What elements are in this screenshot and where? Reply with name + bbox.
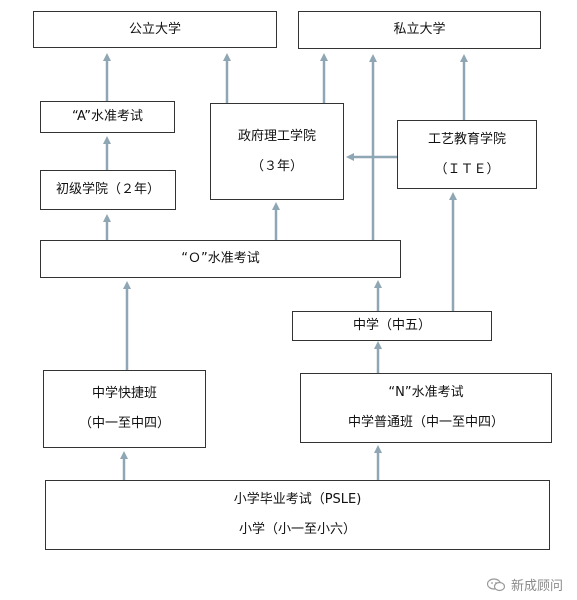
- o-level-exam-label: “Ｏ”水准考试: [181, 251, 260, 267]
- polytechnic-duration: （３年）: [250, 158, 303, 174]
- private-university-box: 私立大学: [298, 11, 541, 49]
- normal-stream-title: 中学普通班（中一至中四）: [347, 415, 504, 430]
- ite-title: 工艺教育学院: [427, 131, 506, 147]
- express-stream-title: 中学快捷班: [91, 386, 157, 402]
- ite-abbreviation: （ＩＴＥ）: [434, 161, 500, 177]
- private-university-label: 私立大学: [393, 22, 446, 38]
- ite-box: 工艺教育学院 （ＩＴＥ）: [397, 120, 537, 189]
- secondary-five-label: 中学（中五）: [352, 318, 431, 334]
- junior-college-box: 初级学院（２年）: [40, 170, 176, 210]
- junior-college-label: 初级学院（２年）: [55, 182, 160, 198]
- express-stream-grades: （中一至中四）: [78, 416, 170, 431]
- watermark-text: 新成顾问: [510, 579, 563, 594]
- psle-exam-label: 小学毕业考试（PSLE): [233, 492, 362, 508]
- express-stream-box: 中学快捷班 （中一至中四）: [43, 370, 206, 448]
- a-level-exam-label: “A”水准考试: [71, 109, 144, 125]
- primary-psle-box: 小学毕业考试（PSLE) 小学（小一至小六）: [45, 480, 550, 550]
- primary-school-label: 小学（小一至小六）: [238, 522, 356, 537]
- o-level-exam-box: “Ｏ”水准考试: [40, 240, 401, 278]
- wechat-icon: [486, 577, 505, 591]
- public-university-label: 公立大学: [128, 21, 181, 37]
- polytechnic-title: 政府理工学院: [237, 128, 316, 144]
- public-university-box: 公立大学: [33, 11, 277, 48]
- normal-stream-exam: “N”水准考试: [388, 385, 464, 401]
- polytechnic-box: 政府理工学院 （３年）: [210, 103, 344, 200]
- watermark: 新成顾问: [486, 575, 563, 594]
- normal-stream-box: “N”水准考试 中学普通班（中一至中四）: [300, 373, 552, 443]
- a-level-exam-box: “A”水准考试: [40, 101, 175, 133]
- secondary-five-box: 中学（中五）: [292, 311, 492, 341]
